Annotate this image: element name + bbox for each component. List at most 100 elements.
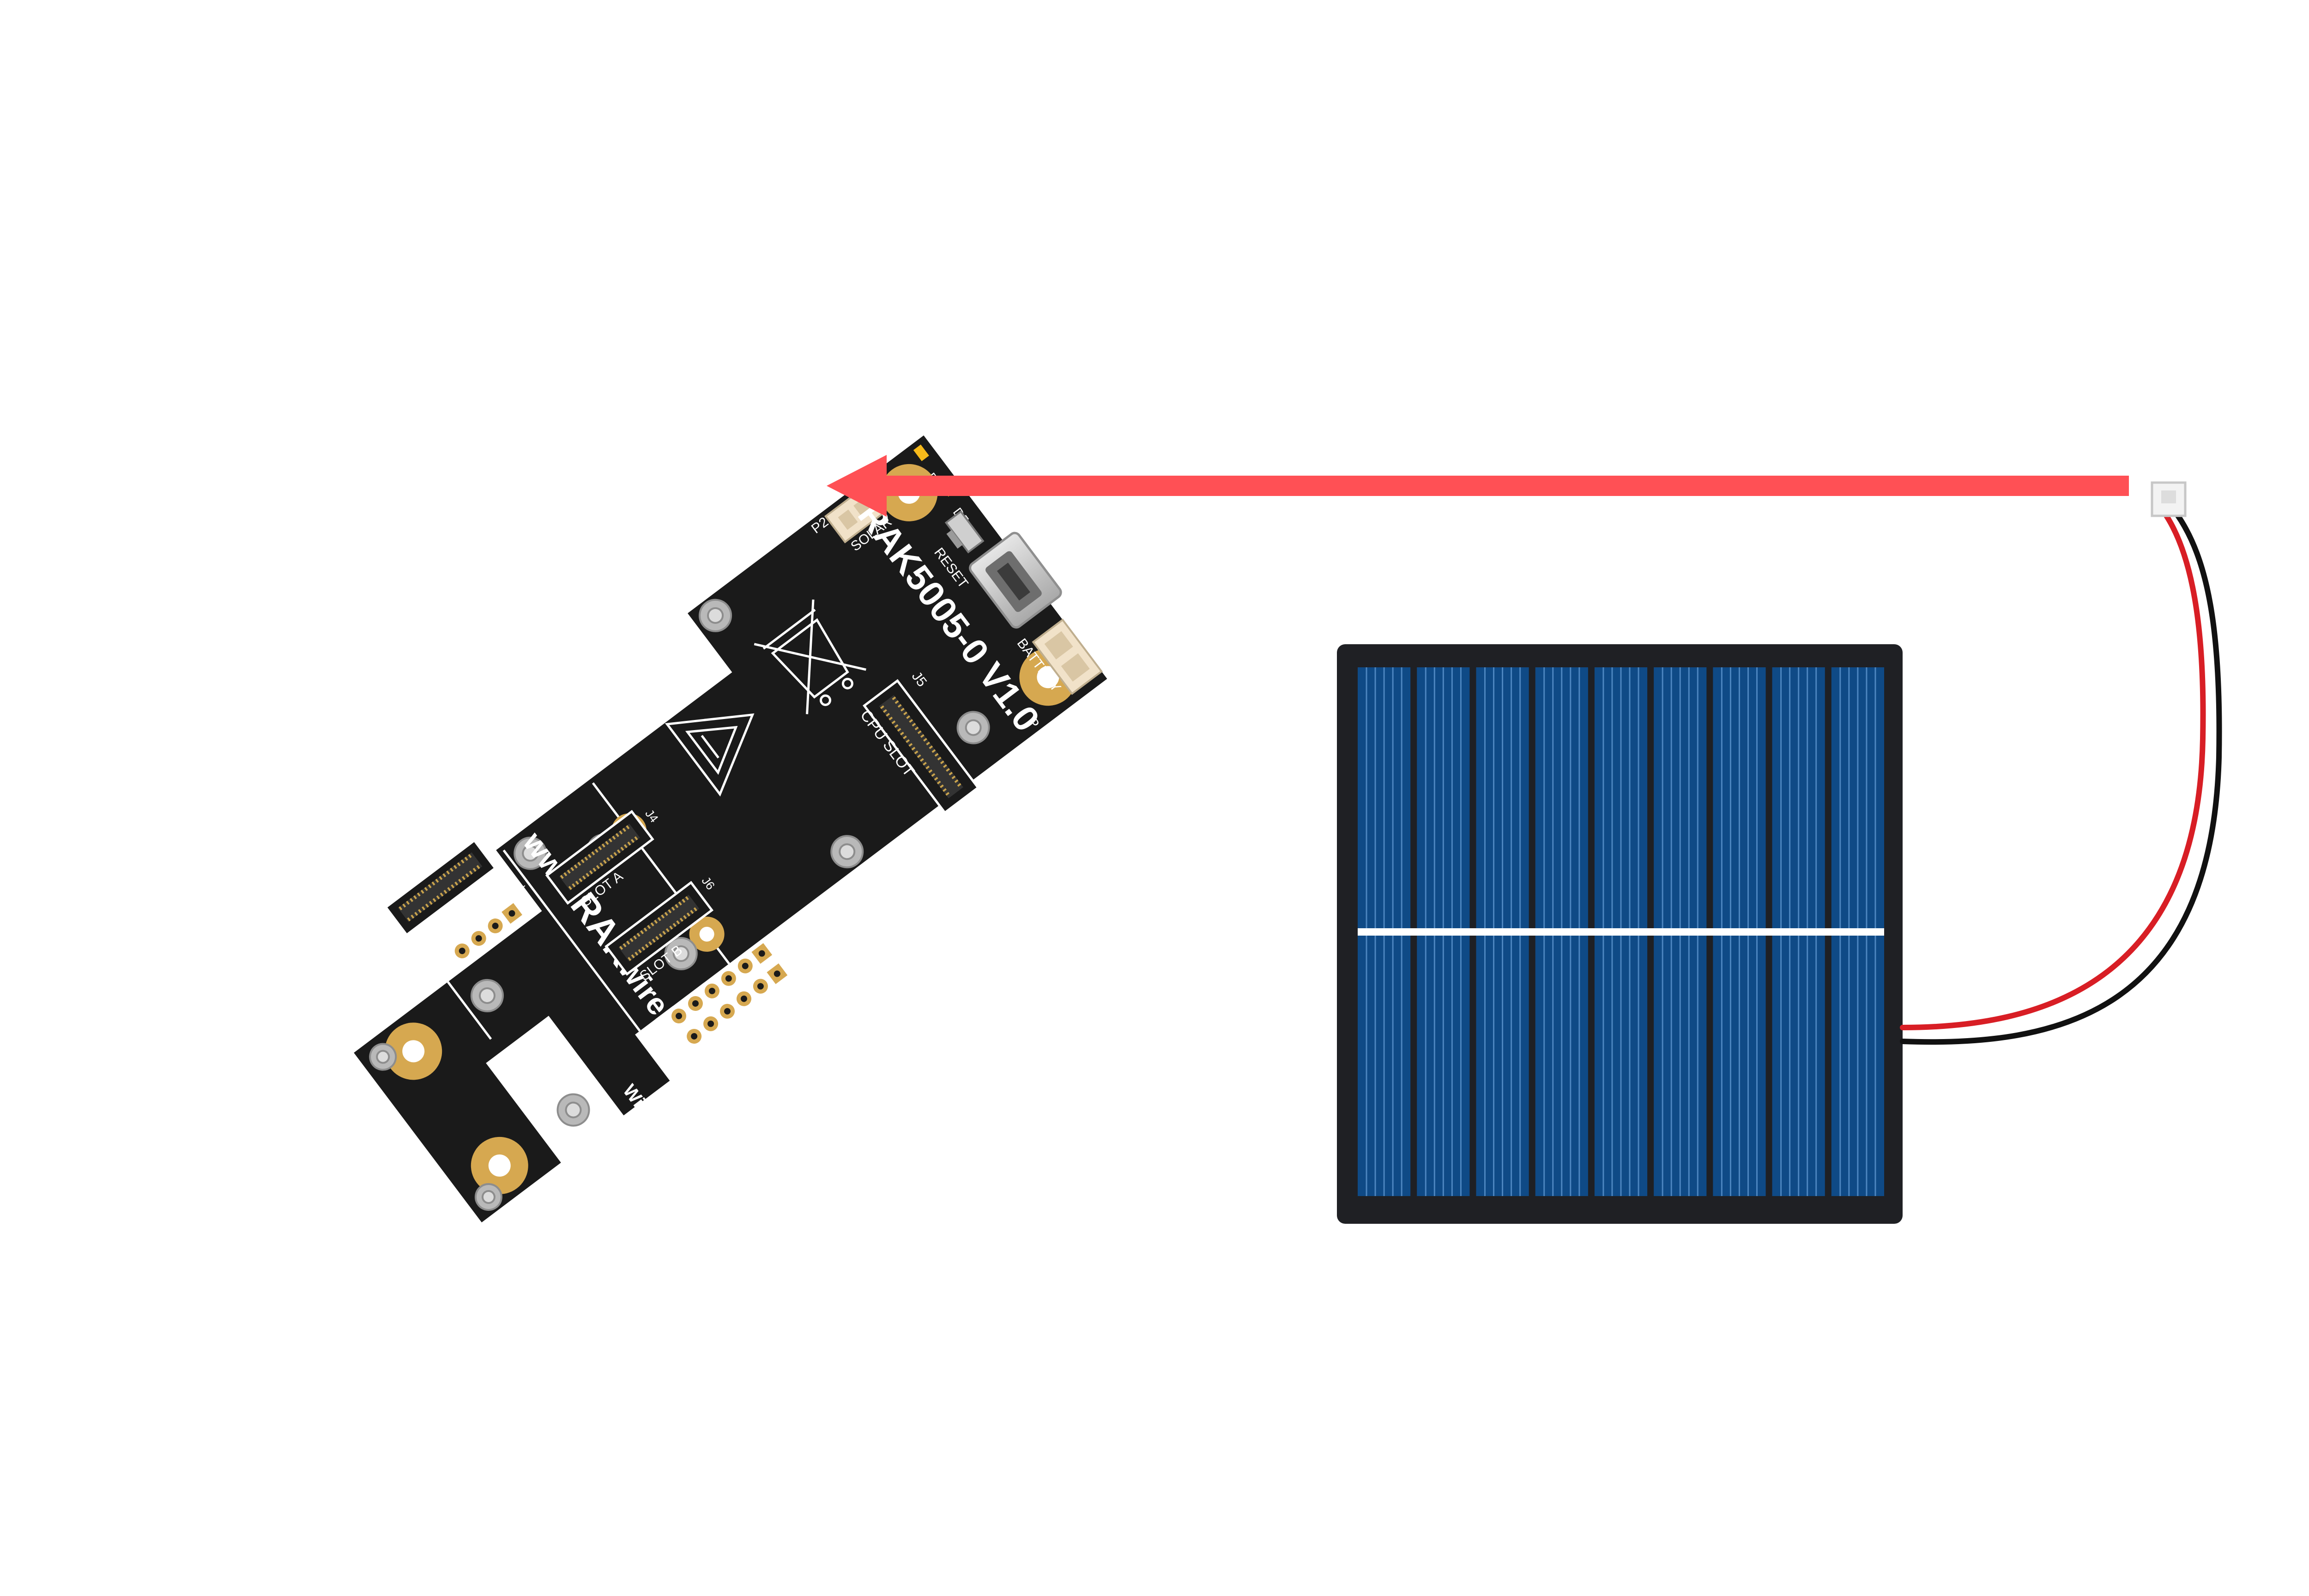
connector-pin [417, 892, 421, 897]
connector-pin [645, 943, 649, 948]
connector-pin [589, 870, 593, 875]
connector-pin [686, 912, 690, 917]
connector-pin [900, 732, 904, 736]
connector-pin [894, 724, 899, 728]
connector-pin [923, 738, 927, 742]
connector-pin [626, 940, 630, 945]
connector-pin [897, 704, 902, 708]
connector-pin [638, 949, 642, 953]
connector-pin [900, 707, 905, 712]
header-hole [758, 950, 765, 957]
header-hole [708, 987, 715, 994]
jst-plug [2151, 481, 2187, 517]
connector-pin [612, 835, 616, 840]
connector-pin [685, 896, 689, 901]
connector-pin [912, 723, 916, 727]
connector-pin [908, 743, 913, 747]
header-hole [492, 922, 499, 929]
connector-pin [598, 846, 602, 850]
connector-pin [652, 938, 656, 943]
connector-pin [575, 881, 579, 885]
connector-pin [454, 881, 459, 886]
connector-pin [635, 951, 639, 956]
connector-pin [592, 867, 597, 872]
connector-pin [436, 895, 440, 900]
connector-pin [919, 758, 924, 762]
connection-arrow [827, 455, 2129, 517]
pcb-notch [486, 1016, 625, 1165]
connector-pin [626, 825, 630, 829]
connector-pin [615, 833, 619, 837]
wisblock-switch [598, 1109, 630, 1143]
connector-pin [453, 865, 457, 869]
rak5005-board: D6 D5 SOLAR [354, 435, 1107, 1223]
connector-pin [617, 849, 621, 853]
connector-pin [439, 876, 443, 880]
header-hole [691, 1033, 698, 1040]
connector-pin [622, 828, 626, 832]
micro-usb-port[interactable] [968, 531, 1063, 629]
solar-panel [1337, 644, 1903, 1224]
reset-button[interactable] [941, 510, 985, 556]
connector-pin [903, 735, 907, 739]
connector-pin [582, 875, 586, 880]
connector-pin [655, 936, 659, 940]
connector-pin [903, 711, 907, 715]
connector-pin [568, 886, 572, 890]
connector-pin [603, 859, 607, 864]
connector-pin [647, 925, 651, 929]
connector-pin [420, 889, 424, 894]
header-hole [774, 970, 780, 977]
connector-pin [451, 884, 455, 889]
connector-pin [410, 898, 414, 902]
connector-pin [678, 901, 682, 906]
connector-pin [923, 762, 927, 766]
connector-pin [911, 747, 916, 751]
header-pins [454, 903, 788, 1044]
connector-pin [606, 857, 610, 861]
battery-connector[interactable] [1032, 618, 1103, 695]
connector-pin [892, 696, 896, 701]
connector-pin [586, 873, 590, 877]
connector-pin [914, 750, 919, 755]
connector-pin [431, 881, 435, 886]
connector-pin [926, 742, 930, 746]
header-hole [707, 1020, 714, 1027]
connector-pin [934, 777, 938, 781]
connector-pin [429, 901, 433, 905]
connector-pin [949, 772, 953, 776]
connector-pin [605, 840, 609, 845]
connector-pin [650, 922, 654, 927]
connector-pin [567, 870, 571, 874]
connector-pin [399, 906, 403, 911]
connector-pin [402, 903, 406, 908]
connector-pin [943, 788, 947, 792]
connector-pin [929, 745, 933, 750]
connector-pin [620, 846, 624, 851]
connector-pin [627, 841, 631, 846]
connector-pin [608, 838, 612, 843]
connector-pin [679, 918, 683, 922]
connector-pin [619, 830, 623, 835]
connector-pin [631, 954, 635, 959]
connector-pin [461, 876, 465, 880]
header-hole [740, 995, 747, 1002]
connector-pin [579, 878, 583, 883]
connector-pin [883, 709, 887, 713]
connector-pin [641, 946, 646, 951]
connector-pin [599, 862, 604, 867]
connector-pin [424, 887, 428, 891]
connector-pin [939, 784, 944, 788]
connector-pin [943, 764, 947, 768]
connector-pin [406, 901, 410, 905]
connector-pin [418, 909, 422, 913]
connector-pin [428, 884, 432, 889]
connector-pin [407, 917, 411, 922]
connector-pin [440, 892, 444, 897]
connector-pin [895, 700, 899, 704]
connector-pin [951, 775, 956, 780]
connector-pin [891, 720, 896, 725]
connector-pin [411, 914, 415, 919]
connector-pin [468, 854, 472, 858]
connector-pin [587, 854, 592, 858]
